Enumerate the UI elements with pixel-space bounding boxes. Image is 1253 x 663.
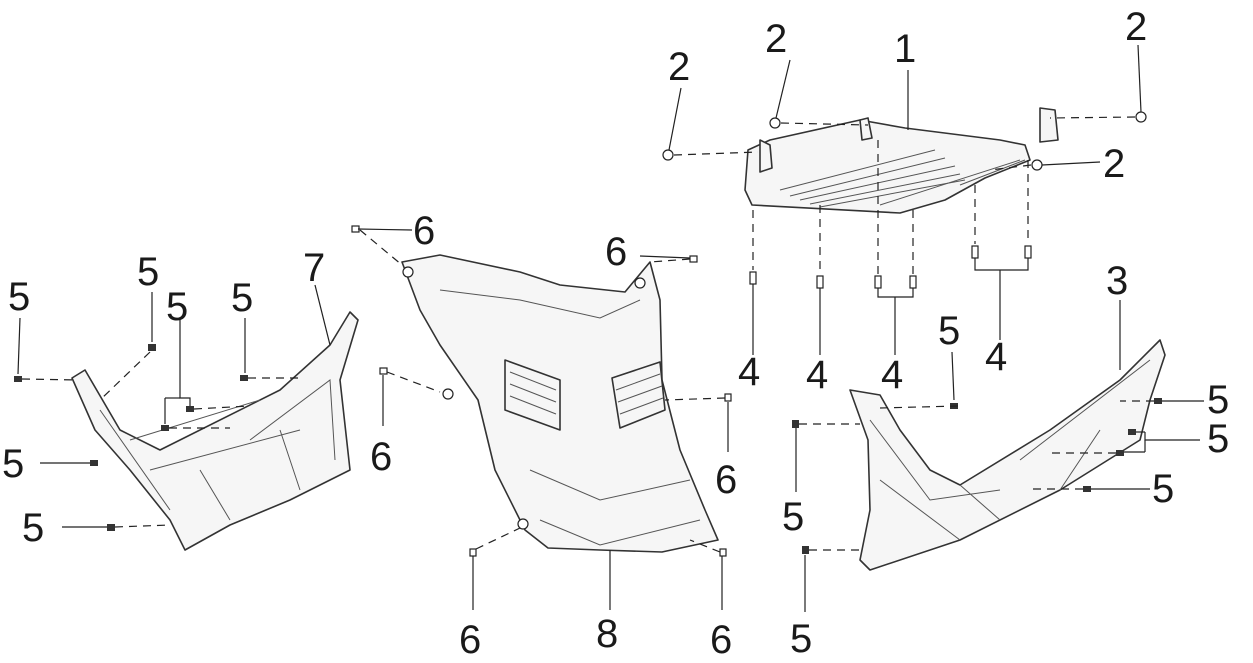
- part-1-under-tray: [744, 107, 1059, 214]
- callout-5: 5: [8, 275, 30, 319]
- callout-4: 4: [806, 353, 828, 397]
- callout-5: 5: [22, 506, 44, 550]
- callout-6: 6: [413, 209, 435, 253]
- callout-1: 1: [894, 27, 916, 71]
- callout-4: 4: [738, 350, 760, 394]
- alignment-lines: [21, 116, 1154, 553]
- leader-lines: [17, 44, 1204, 612]
- part-8-center-panel: [401, 254, 719, 553]
- callout-6: 6: [605, 230, 627, 274]
- screws-4: [749, 245, 1032, 289]
- callout-6: 6: [710, 618, 732, 662]
- callout-5: 5: [782, 495, 804, 539]
- callout-4: 4: [985, 335, 1007, 379]
- callouts: 1 2 2 2 2 3 4 4 4 4 5 5 5 5 5 5 5 5 5 5 …: [2, 5, 1229, 662]
- callout-2: 2: [668, 45, 690, 89]
- callout-5: 5: [938, 309, 960, 353]
- part-7-left-side-cover: [71, 311, 359, 551]
- callout-2: 2: [1125, 5, 1147, 49]
- callout-2: 2: [765, 17, 787, 61]
- callout-6: 6: [370, 435, 392, 479]
- callout-5: 5: [137, 250, 159, 294]
- bolts-2: [662, 111, 1147, 171]
- callout-7: 7: [303, 246, 325, 290]
- pins-6: [351, 225, 732, 557]
- callout-5: 5: [2, 442, 24, 486]
- callout-4: 4: [881, 353, 903, 397]
- callout-5: 5: [1152, 467, 1174, 511]
- callout-3: 3: [1106, 259, 1128, 303]
- part-3-right-side-cover: [849, 339, 1166, 571]
- callout-5: 5: [166, 285, 188, 329]
- callout-5: 5: [1207, 417, 1229, 461]
- callout-6: 6: [715, 458, 737, 502]
- callout-2: 2: [1103, 142, 1125, 186]
- callout-6: 6: [459, 618, 481, 662]
- callout-8: 8: [596, 612, 618, 656]
- callout-5: 5: [231, 276, 253, 320]
- callout-5: 5: [790, 617, 812, 661]
- callout-5: 5: [1207, 378, 1229, 422]
